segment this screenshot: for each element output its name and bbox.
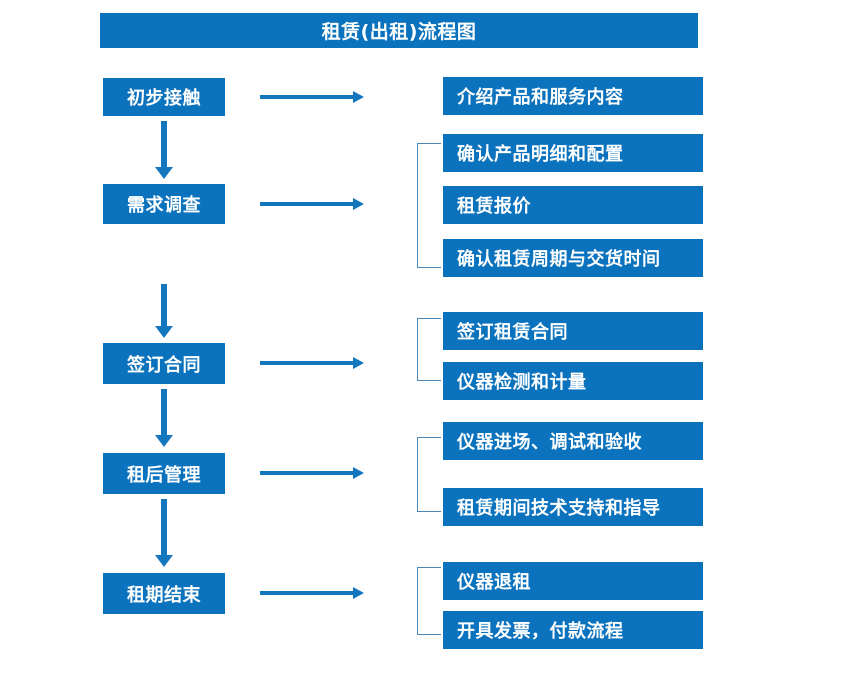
detail-box-2[interactable]: 确认产品明细和配置: [443, 134, 703, 172]
stage-box-2[interactable]: 需求调查: [103, 184, 225, 224]
arrow-shaft: [161, 284, 167, 327]
arrow-head: [155, 435, 173, 447]
flow-arrow-down-2: [155, 284, 173, 338]
arrow-head: [155, 326, 173, 338]
arrow-shaft: [161, 389, 167, 436]
arrow-shaft: [260, 471, 354, 475]
chart-title: 租赁(出租)流程图: [100, 13, 698, 48]
arrow-head: [353, 357, 364, 369]
detail-box-4[interactable]: 确认租赁周期与交货时间: [443, 239, 703, 277]
arrow-shaft: [260, 202, 354, 206]
stage-box-3[interactable]: 签订合同: [103, 343, 225, 384]
arrow-head: [353, 91, 364, 103]
detail-box-5[interactable]: 签订租赁合同: [443, 312, 703, 350]
flow-arrow-down-1: [155, 121, 173, 179]
detail-box-1[interactable]: 介绍产品和服务内容: [443, 77, 703, 115]
detail-arrow-right-3: [260, 355, 364, 371]
arrow-shaft: [161, 499, 167, 556]
arrow-head: [353, 198, 364, 210]
arrow-head: [155, 555, 173, 567]
arrow-head: [155, 167, 173, 179]
detail-box-3[interactable]: 租赁报价: [443, 186, 703, 224]
detail-arrow-right-5: [260, 585, 364, 601]
stage-box-4[interactable]: 租后管理: [103, 453, 225, 494]
arrow-head: [353, 467, 364, 479]
detail-box-7[interactable]: 仪器进场、调试和验收: [443, 422, 703, 460]
group-bracket-1: [417, 143, 441, 268]
arrow-shaft: [260, 591, 354, 595]
detail-box-10[interactable]: 开具发票，付款流程: [443, 611, 703, 649]
detail-box-6[interactable]: 仪器检测和计量: [443, 362, 703, 400]
group-bracket-4: [417, 567, 441, 635]
group-bracket-3: [417, 437, 441, 512]
flow-arrow-down-4: [155, 499, 173, 567]
arrow-shaft: [260, 361, 354, 365]
stage-box-5[interactable]: 租期结束: [103, 573, 225, 614]
detail-box-8[interactable]: 租赁期间技术支持和指导: [443, 488, 703, 526]
detail-arrow-right-2: [260, 196, 364, 212]
detail-arrow-right-1: [260, 89, 364, 105]
detail-box-9[interactable]: 仪器退租: [443, 562, 703, 600]
stage-box-1[interactable]: 初步接触: [103, 78, 225, 116]
group-bracket-2: [417, 318, 441, 381]
flow-arrow-down-3: [155, 389, 173, 447]
arrow-shaft: [161, 121, 167, 168]
arrow-shaft: [260, 95, 354, 99]
arrow-head: [353, 587, 364, 599]
detail-arrow-right-4: [260, 465, 364, 481]
